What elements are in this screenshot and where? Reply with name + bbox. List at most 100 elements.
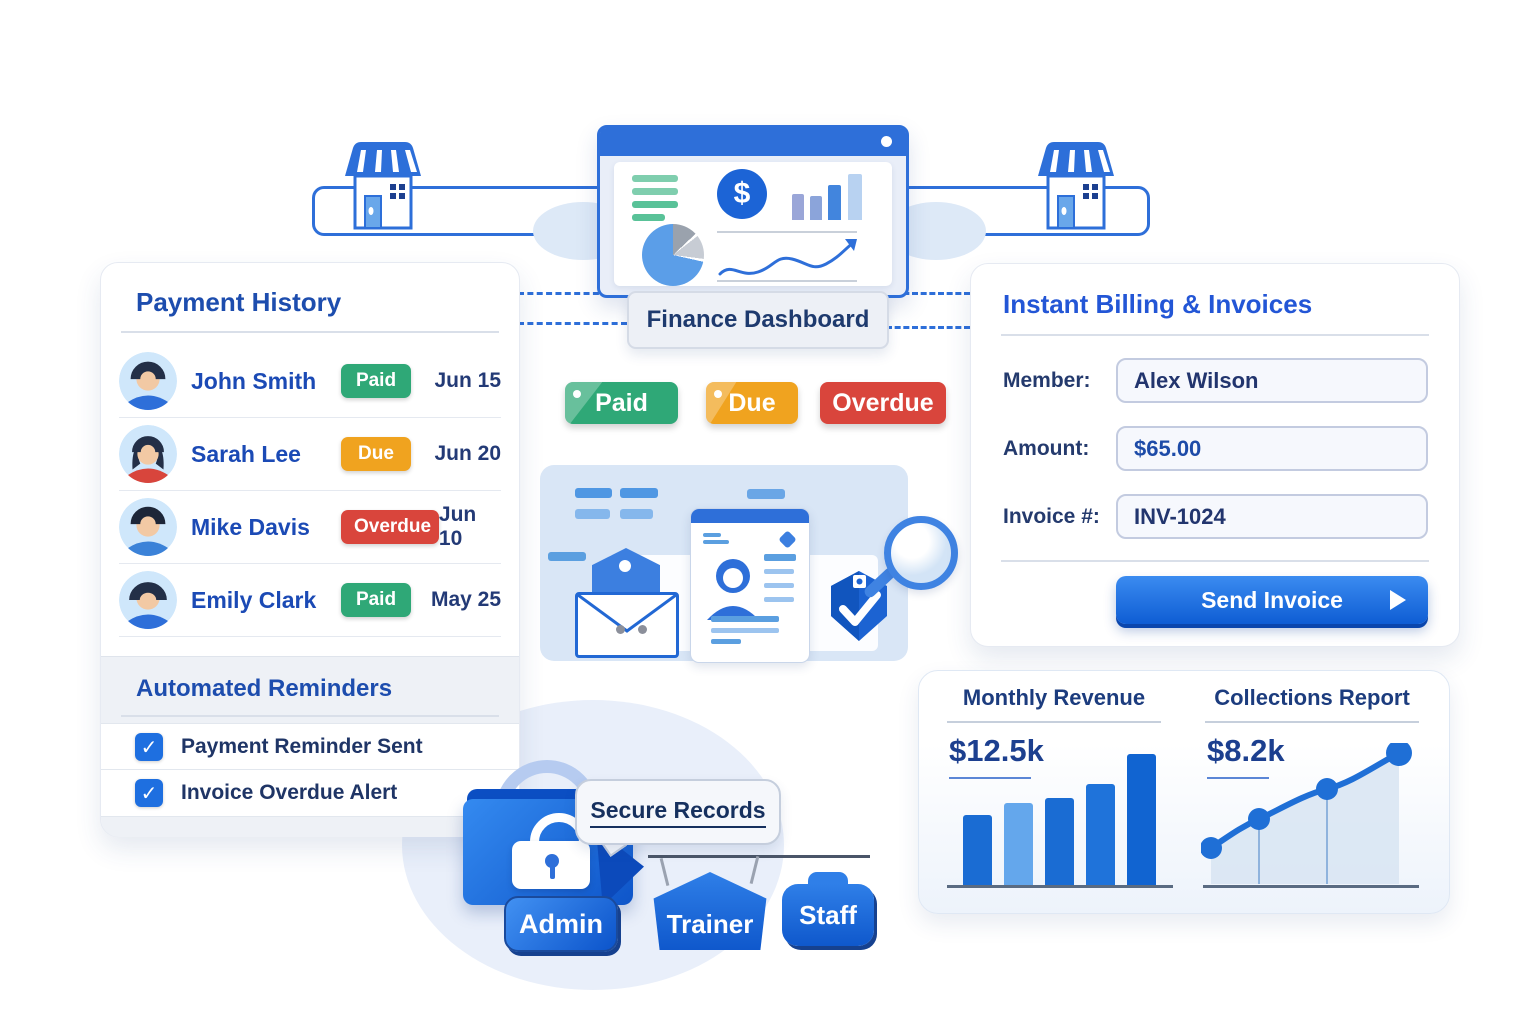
- tag-hole: [714, 390, 722, 398]
- divider: [119, 636, 501, 637]
- dashed-connector: [518, 322, 627, 325]
- divider: [121, 715, 499, 717]
- dashboard-content: $: [614, 162, 892, 286]
- dashed-connector: [886, 292, 970, 295]
- divider: [121, 331, 499, 333]
- envelope-icon: [575, 592, 679, 658]
- reminder-label: Payment Reminder Sent: [181, 735, 423, 758]
- divider: [1205, 721, 1419, 723]
- member-name: John Smith: [191, 367, 317, 394]
- envelope-knob: [616, 625, 625, 634]
- tag-hole: [573, 390, 581, 398]
- payment-row[interactable]: John Smith Paid Jun 15: [119, 345, 501, 417]
- amount-input[interactable]: $65.00: [1116, 426, 1428, 471]
- bar: [1045, 798, 1074, 885]
- role-badge-staff[interactable]: Staff: [782, 884, 874, 946]
- x-axis: [947, 885, 1173, 888]
- member-name: Emily Clark: [191, 586, 317, 613]
- profile-badge-icon: [778, 530, 797, 549]
- role-badge-admin[interactable]: Admin: [504, 896, 618, 952]
- dollar-icon: $: [717, 169, 767, 219]
- window-control-dot[interactable]: [881, 136, 892, 147]
- decor-chip: [620, 509, 653, 519]
- divider: [1207, 777, 1269, 779]
- reminder-item: ✓ Payment Reminder Sent: [101, 723, 519, 771]
- keyhole-icon: [545, 854, 559, 868]
- decor-chip: [747, 489, 785, 499]
- invoice-input[interactable]: INV-1024: [1116, 494, 1428, 539]
- billing-card: Instant Billing & Invoices Member: Alex …: [970, 263, 1460, 647]
- amount-field-label: Amount:: [1003, 437, 1090, 460]
- decor-chip: [575, 488, 612, 498]
- reminder-item: ✓ Invoice Overdue Alert: [101, 769, 519, 817]
- divider: [119, 490, 501, 491]
- pie-chart-icon: [642, 224, 704, 286]
- list-line: [632, 175, 678, 182]
- payment-date: Jun 20: [434, 442, 501, 465]
- member-input[interactable]: Alex Wilson: [1116, 358, 1428, 403]
- profile-card-header: [691, 509, 809, 523]
- keyhole-icon: [550, 864, 555, 879]
- automated-reminders-section: Automated Reminders ✓ Payment Reminder S…: [101, 656, 519, 837]
- mini-bar: [810, 196, 822, 220]
- payment-row[interactable]: Emily Clark Paid May 25: [119, 564, 501, 636]
- trend-line-icon: [718, 239, 857, 276]
- divider: [1001, 334, 1429, 336]
- collections-line-chart: [1201, 743, 1412, 884]
- divider: [119, 563, 501, 564]
- status-badge: Overdue: [341, 510, 439, 544]
- reports-card: Monthly Revenue $12.5k Collections Repor…: [918, 670, 1450, 914]
- member-name: Sarah Lee: [191, 440, 301, 467]
- collections-value: $8.2k: [1207, 733, 1285, 768]
- divider: [1001, 560, 1429, 562]
- avatar: [119, 425, 177, 483]
- checkbox-checked[interactable]: ✓: [135, 779, 163, 807]
- mini-bar: [792, 194, 804, 220]
- status-badge: Due: [341, 437, 411, 471]
- member-name: Mike Davis: [191, 513, 310, 540]
- reminder-label: Invoice Overdue Alert: [181, 781, 398, 804]
- decor-chip: [575, 509, 610, 519]
- send-invoice-button[interactable]: Send Invoice: [1116, 576, 1428, 624]
- list-line: [632, 188, 678, 195]
- billing-title: Instant Billing & Invoices: [1003, 289, 1313, 319]
- status-badge: Paid: [341, 583, 411, 617]
- payment-date: Jun 15: [434, 369, 501, 392]
- divider: [947, 721, 1161, 723]
- monthly-revenue-title: Monthly Revenue: [962, 685, 1146, 710]
- checkbox-checked[interactable]: ✓: [135, 733, 163, 761]
- member-field-label: Member:: [1003, 369, 1091, 392]
- dashed-connector: [518, 292, 627, 295]
- divider: [949, 777, 1031, 779]
- divider: [717, 280, 857, 282]
- envelope-seal: [619, 560, 631, 572]
- mini-bar: [848, 174, 862, 220]
- status-badge: Paid: [341, 364, 411, 398]
- bar: [1004, 803, 1033, 885]
- bar: [1086, 784, 1115, 885]
- divider: [119, 417, 501, 418]
- paid-tag: Paid: [565, 382, 678, 424]
- invoice-field-label: Invoice #:: [1003, 505, 1100, 528]
- window-titlebar: [600, 128, 906, 156]
- divider: [717, 231, 857, 233]
- store-icon-right: [1038, 142, 1114, 230]
- payment-date: May 25: [430, 588, 501, 611]
- dashboard-window: $: [597, 125, 909, 298]
- due-tag: Due: [706, 382, 798, 424]
- store-icon-left: [345, 142, 421, 230]
- avatar: [119, 498, 177, 556]
- payment-row[interactable]: Mike Davis Overdue Jun 10: [119, 491, 501, 563]
- x-axis: [1203, 885, 1419, 888]
- member-profile-card: [690, 508, 810, 663]
- decor-chip: [548, 552, 586, 561]
- mini-bar: [828, 185, 841, 220]
- payment-row[interactable]: Sarah Lee Due Jun 20: [119, 418, 501, 490]
- magnifier-icon: [884, 516, 958, 590]
- workflow-illustration: [540, 465, 908, 663]
- finance-dashboard-label: Finance Dashboard: [627, 291, 889, 349]
- dashed-connector: [886, 326, 970, 329]
- bar: [1127, 754, 1156, 885]
- bar: [963, 815, 992, 885]
